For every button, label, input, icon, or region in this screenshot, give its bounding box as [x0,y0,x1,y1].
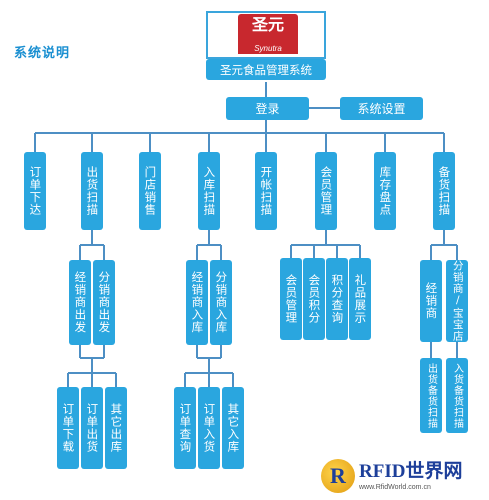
node-prep-distributor: 分销商/宝宝店 [446,260,468,342]
login-box: 登录 [226,97,309,120]
node-store-sales: 门店销售 [139,152,161,230]
watermark-name: RFID世界网 [359,460,463,482]
node-other-out: 其它出库 [105,387,127,469]
node-member-points: 会员积分 [303,258,325,340]
node-prep-dealer: 经销商 [420,260,442,342]
brand-logo: 圣元 [238,14,298,46]
node-open-account-scan: 开帐扫描 [255,152,277,230]
settings-box: 系统设置 [340,97,423,120]
node-distributor-ship: 分销商出发 [93,260,115,345]
node-member-mgmt: 会员管理 [315,152,337,230]
node-dealer-in: 经销商入库 [186,260,208,345]
node-gift-display: 礼品展示 [349,258,371,340]
page-title: 系统说明 [14,46,71,61]
node-distributor-in: 分销商入库 [210,260,232,345]
watermark-url: www.RfidWorld.com.cn [359,483,431,491]
node-other-in: 其它入库 [222,387,244,469]
node-prep-scan: 备货扫描 [433,152,455,230]
watermark: R RFID世界网 www.RfidWorld.com.cn [321,458,483,494]
node-ship-prep-scan: 出货备货扫描 [420,358,442,433]
node-inventory-count: 库存盘点 [374,152,396,230]
node-stock-in-scan: 入库扫描 [198,152,220,230]
node-order-download: 订单下载 [57,387,79,469]
node-order-ship: 订单出货 [81,387,103,469]
node-order-query: 订单查询 [174,387,196,469]
node-ship-scan: 出货扫描 [81,152,103,230]
node-order-in: 订单入货 [198,387,220,469]
node-dealer-ship: 经销商出发 [69,260,91,345]
node-in-prep-scan: 入货备货扫描 [446,358,468,433]
brand-logo-sub: Synutra [238,43,298,54]
system-name-box: 圣元食品管理系统 [206,59,326,80]
logo-box: 圣元 Synutra [206,11,326,59]
node-order-issue: 订单下达 [24,152,46,230]
node-points-query: 积分查询 [326,258,348,340]
node-member-manage: 会员管理 [280,258,302,340]
rfid-logo-icon: R [321,459,355,493]
